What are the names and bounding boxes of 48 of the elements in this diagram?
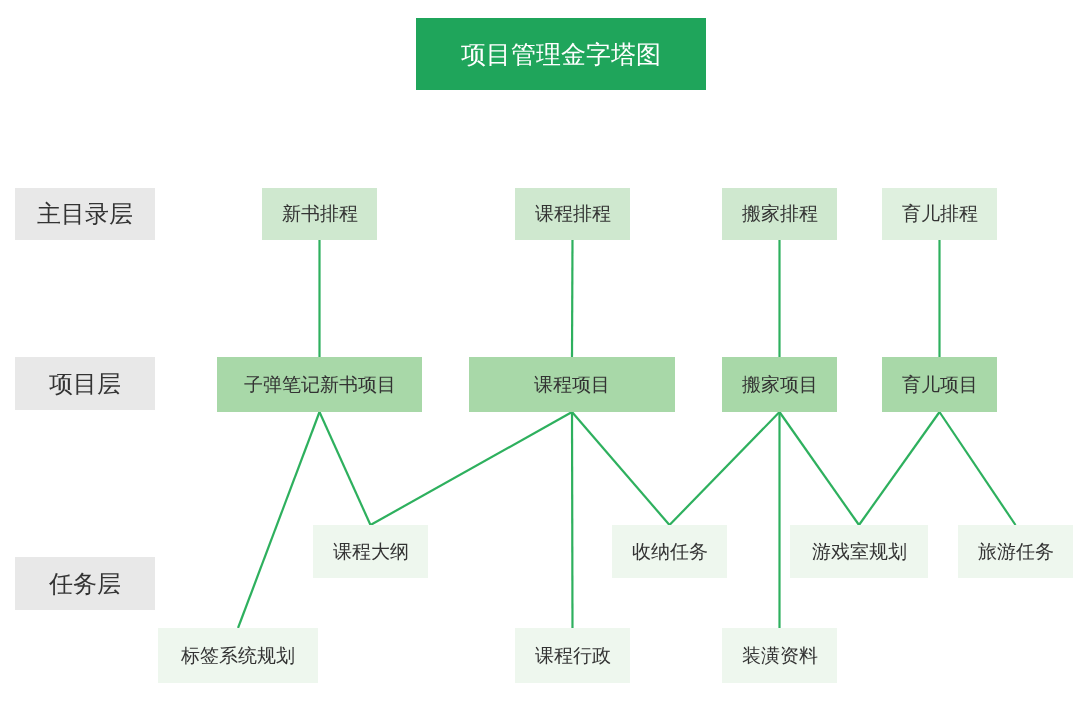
node-label: 主目录层 — [37, 199, 133, 230]
node-label: 标签系统规划 — [181, 642, 295, 668]
node-label: 项目层 — [49, 368, 121, 400]
connector-line — [318, 240, 321, 357]
node-box — [722, 357, 837, 412]
node-label: 旅游任务 — [977, 538, 1054, 564]
connector-line — [571, 411, 671, 526]
node-box — [515, 188, 630, 240]
node-box — [882, 357, 997, 412]
connector-line — [236, 411, 321, 629]
node-label: 课程项目 — [534, 371, 610, 397]
node-box — [217, 357, 422, 412]
node-box — [515, 628, 630, 683]
connector-line — [938, 411, 1017, 526]
connector-line — [778, 240, 781, 357]
node-label: 搬家排程 — [741, 201, 818, 226]
connector-line — [778, 412, 781, 628]
node-label: 新书排程 — [281, 201, 358, 226]
connector-line — [369, 411, 573, 526]
node-label: 装潢资料 — [741, 642, 818, 668]
node-label: 游戏室规划 — [811, 538, 907, 564]
node-label: 搬家项目 — [741, 371, 818, 397]
node-box — [612, 525, 727, 578]
node-box — [882, 188, 997, 240]
node-box — [313, 525, 428, 578]
connector-line — [318, 411, 372, 526]
node-label: 育儿项目 — [901, 371, 978, 397]
node-box — [722, 188, 837, 240]
node-label: 育儿排程 — [901, 201, 978, 226]
node-label: 课程排程 — [534, 201, 611, 226]
connector-line — [570, 412, 574, 628]
node-box — [790, 525, 928, 578]
connector-line — [570, 240, 574, 357]
node-label: 课程大纲 — [332, 538, 409, 564]
node-label: 收纳任务 — [631, 538, 708, 564]
connector-line — [778, 411, 860, 526]
connector-line — [858, 411, 941, 526]
node-box — [158, 628, 318, 683]
node-box — [958, 525, 1073, 578]
title-box: 项目管理金字塔图 — [416, 18, 706, 90]
connector-line — [938, 240, 941, 357]
node-label: 课程行政 — [534, 642, 611, 668]
node-box — [722, 628, 837, 683]
connector-line — [668, 411, 781, 526]
node-label: 任务层 — [49, 568, 121, 600]
node-label: 子弹笔记新书项目 — [243, 371, 396, 397]
node-box — [469, 357, 675, 412]
node-box — [262, 188, 377, 240]
